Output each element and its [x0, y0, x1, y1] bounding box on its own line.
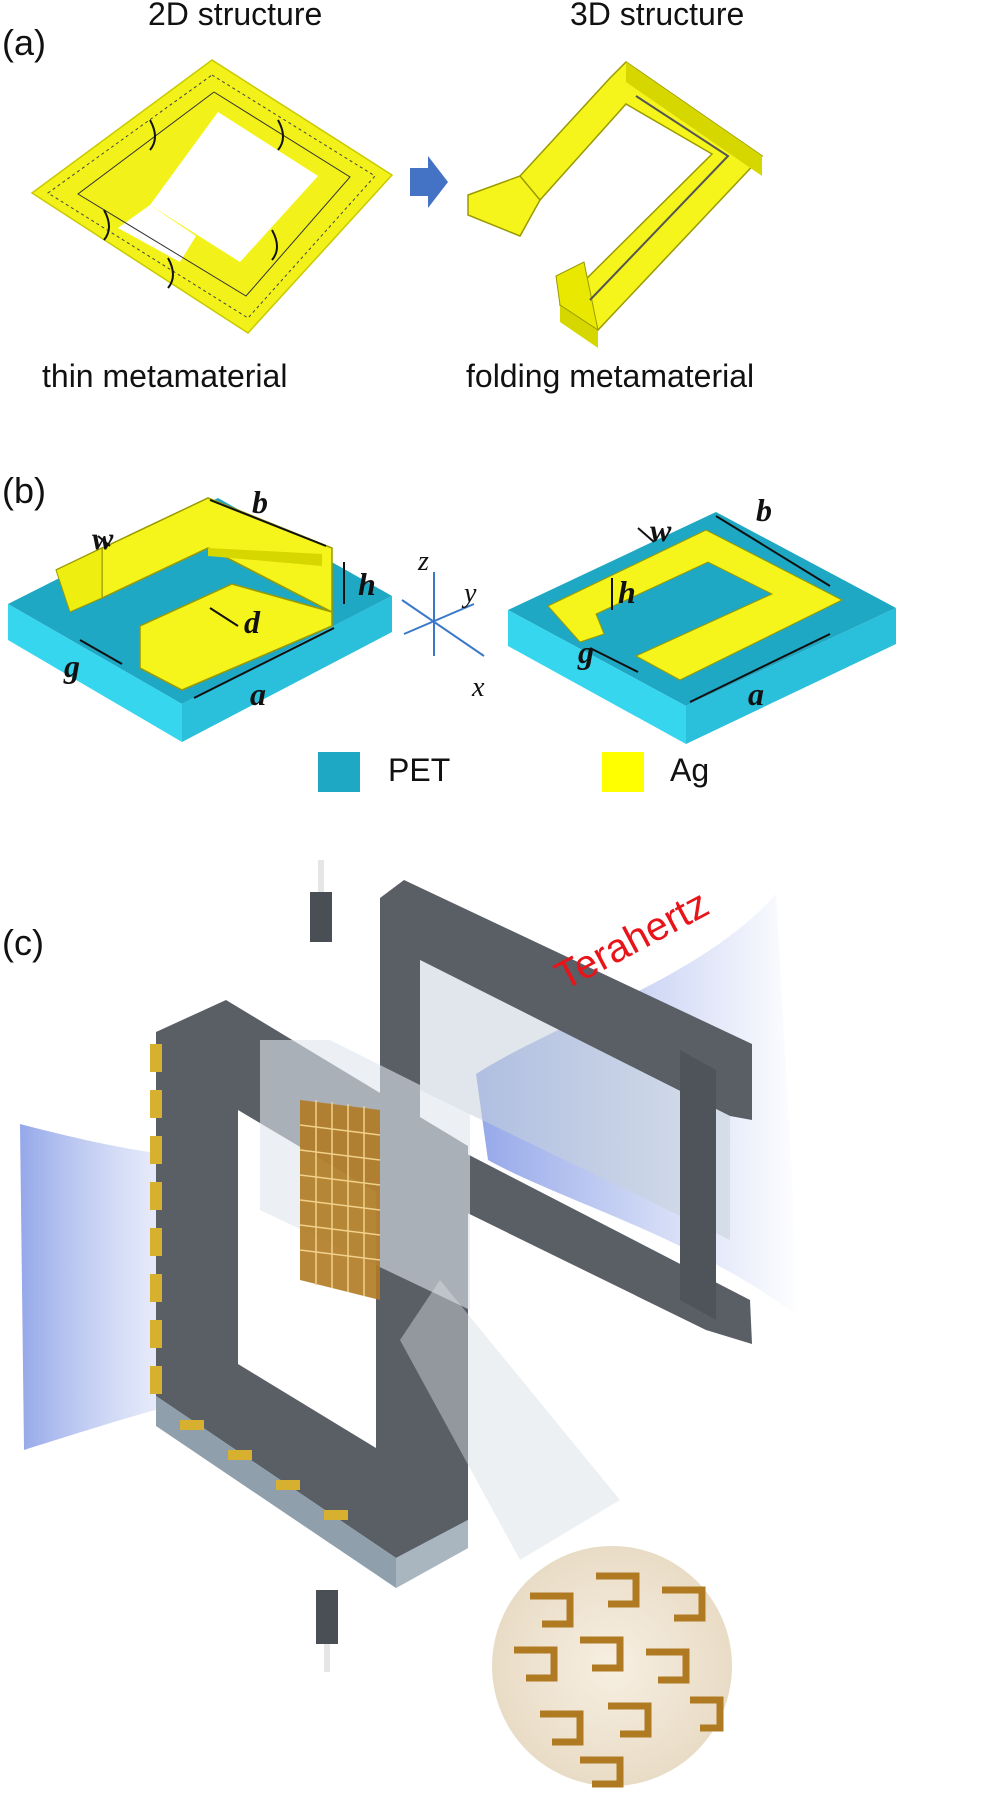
dim-h-right: h [618, 574, 636, 610]
zoom-projection [400, 1280, 620, 1560]
coordinate-axes [401, 572, 485, 657]
axis-z-label: z [418, 546, 429, 577]
dim-a-left: a [250, 676, 266, 712]
dim-b-right: b [756, 492, 772, 528]
panel-c-label: (c) [2, 922, 44, 963]
metamaterial-sample [260, 1040, 470, 1310]
dim-w-right: w [650, 512, 672, 548]
panel-a-graphic [30, 59, 764, 348]
gold-contacts [150, 1044, 348, 1520]
panel-b-label: (b) [2, 470, 46, 511]
title-2d-structure: 2D structure [148, 0, 323, 32]
legend-swatch-ag [602, 752, 644, 792]
axis-y-label: y [464, 578, 477, 609]
legend-label-ag: Ag [670, 752, 710, 788]
top-screw [310, 860, 332, 942]
bottom-screw [316, 1590, 338, 1672]
dim-w-left: w [92, 520, 114, 556]
rear-frame [380, 880, 752, 1344]
caption-folding-metamaterial: folding metamaterial [466, 358, 755, 394]
caption-thin-metamaterial: thin metamaterial [42, 358, 288, 394]
legend-swatch-pet [318, 752, 360, 792]
folded-split-ring [467, 61, 764, 348]
transform-arrow [410, 156, 448, 208]
panel-b-graphic [8, 497, 896, 792]
dim-g-left: g [64, 648, 80, 684]
dim-g-right: g [578, 634, 594, 670]
flat-unit-cell [508, 512, 896, 744]
dim-a-right: a [748, 676, 764, 712]
panel-a-label: (a) [2, 22, 46, 63]
title-3d-structure: 3D structure [570, 0, 745, 32]
folded-unit-cell [8, 497, 392, 742]
dim-d-left: d [244, 604, 260, 640]
dim-h-left: h [358, 566, 376, 602]
zoom-inset [492, 1546, 732, 1788]
axis-x-label: x [472, 672, 485, 703]
legend-label-pet: PET [388, 752, 451, 788]
flat-split-ring [30, 59, 394, 334]
dim-b-left: b [252, 484, 268, 520]
